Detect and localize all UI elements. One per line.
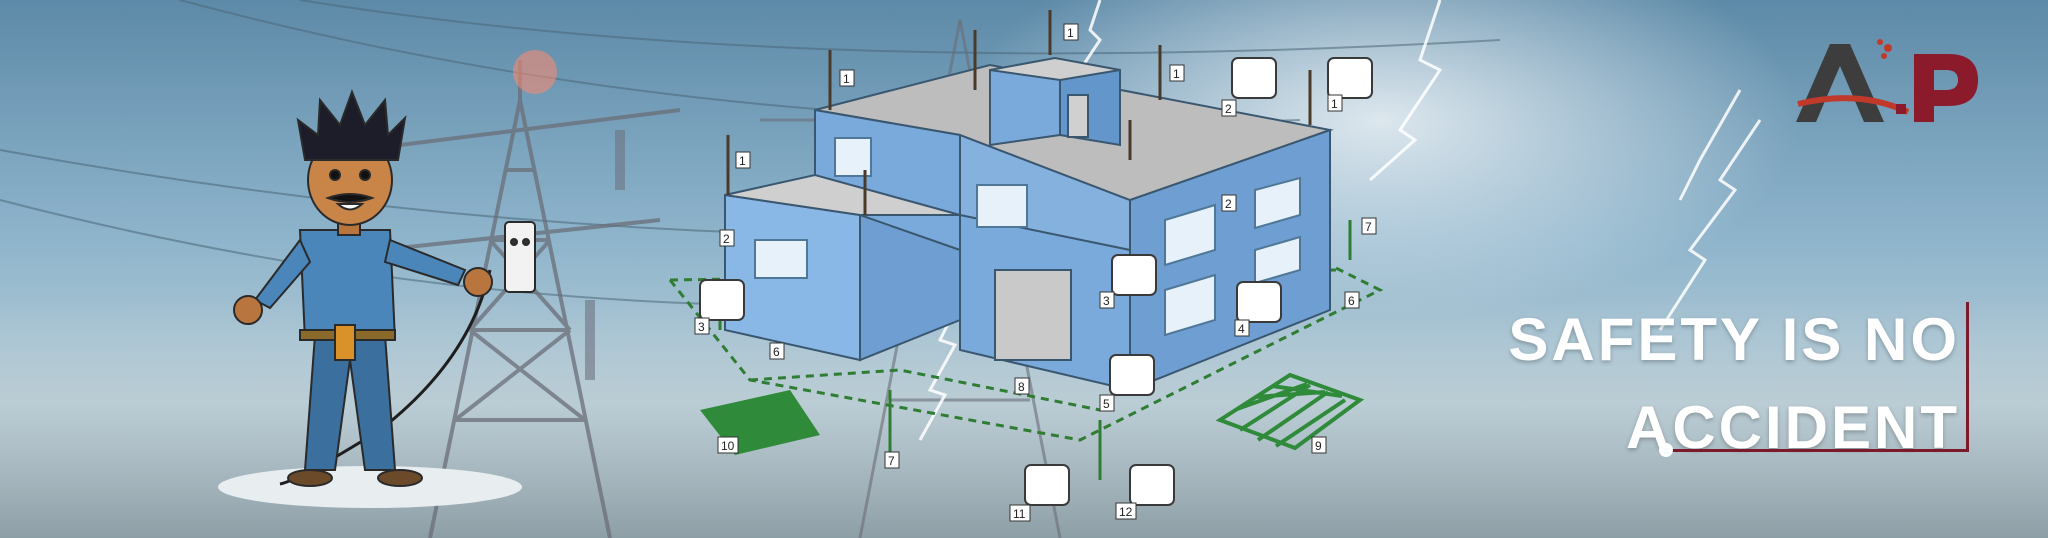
callout-label: 1 (1067, 26, 1074, 40)
electrician-character (233, 89, 536, 487)
callout-label: 9 (1315, 439, 1322, 453)
callout-label: 1 (843, 72, 850, 86)
ap-logo-icon[interactable] (1788, 34, 1984, 130)
lightning-bolts (918, 0, 1762, 441)
callout-label: 11 (1013, 507, 1026, 521)
headline-accent-bar (1966, 302, 1969, 450)
callout-labels: 1 1 1 1 1 2 2 2 3 3 4 5 6 6 (694, 23, 1377, 522)
building (724, 56, 1334, 392)
headline-line-2: ACCIDENT (1626, 394, 1960, 461)
callout-label: 7 (1365, 220, 1372, 234)
insulators (585, 130, 625, 380)
callout-label: 1 (739, 154, 746, 168)
callout-label: 2 (723, 232, 730, 246)
callout-label: 12 (1119, 505, 1133, 519)
headline-line-1: SAFETY IS NO (1508, 306, 1960, 373)
headline: SAFETY IS NO ACCIDENT (1480, 296, 1960, 472)
callout-label: 2 (1225, 197, 1232, 211)
ground-mesh (1215, 372, 1365, 451)
headline-accent-dot (1659, 443, 1673, 457)
callout-label: 5 (1103, 397, 1110, 411)
callout-label: 3 (698, 320, 705, 334)
grounding-network (668, 258, 1384, 442)
callout-label: 4 (1238, 322, 1245, 336)
warning-light-glow (513, 50, 557, 94)
lightning-rods (726, 10, 1312, 215)
detail-callouts (699, 57, 1373, 506)
callout-label: 3 (1103, 294, 1110, 308)
ground-shadow (218, 466, 522, 508)
headline-accent-line (1668, 449, 1969, 452)
callout-label: 6 (1348, 294, 1355, 308)
callout-label: 1 (1331, 97, 1338, 111)
callout-label: 10 (721, 439, 735, 453)
callout-label: 7 (888, 454, 895, 468)
callout-label: 2 (1225, 102, 1232, 116)
callout-label: 8 (1018, 380, 1025, 394)
callout-label: 1 (1173, 67, 1180, 81)
callout-label: 6 (773, 345, 780, 359)
